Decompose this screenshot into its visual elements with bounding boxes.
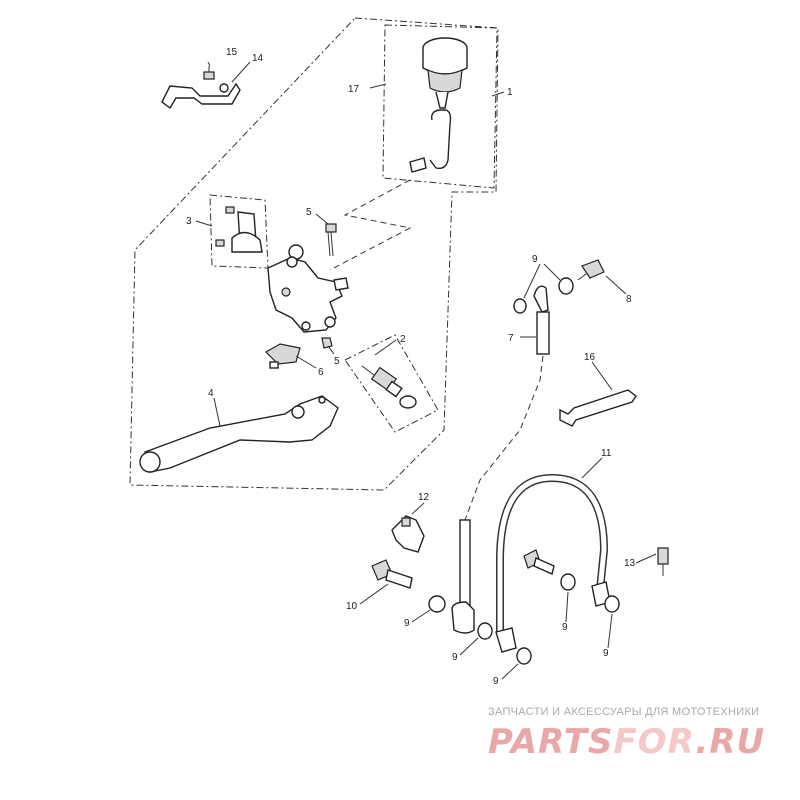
assembly-boundary bbox=[129, 17, 499, 491]
watermark-logo: PARTSFOR.RU bbox=[488, 722, 765, 762]
upper-banjo-fittings bbox=[513, 259, 605, 314]
callout-2: 2 bbox=[400, 334, 406, 345]
leader-lines bbox=[195, 61, 657, 680]
watermark-logo-part3: .RU bbox=[695, 722, 766, 762]
hose-guide bbox=[391, 515, 425, 553]
reservoir bbox=[409, 37, 468, 173]
callout-7: 7 bbox=[508, 333, 514, 344]
lower-hose bbox=[451, 519, 475, 634]
callout-4: 4 bbox=[208, 388, 214, 399]
callout-9-e: 9 bbox=[603, 648, 609, 659]
hose-continuation bbox=[464, 355, 544, 521]
brake-lever bbox=[139, 395, 339, 473]
callout-5-lower: 5 bbox=[334, 356, 340, 367]
brake-pipe bbox=[495, 473, 611, 653]
clamp bbox=[215, 206, 263, 253]
bracket bbox=[161, 82, 241, 110]
piston-kit bbox=[361, 365, 417, 409]
callout-6: 6 bbox=[318, 367, 324, 378]
callout-17: 17 bbox=[348, 84, 360, 95]
brake-switch bbox=[265, 343, 301, 369]
hose-route bbox=[329, 179, 412, 271]
upper-hose bbox=[536, 311, 550, 355]
callout-8: 8 bbox=[626, 294, 632, 305]
lower-washers bbox=[428, 573, 620, 665]
callout-5-upper: 5 bbox=[306, 207, 312, 218]
long-bolt bbox=[325, 223, 337, 257]
callout-13: 13 bbox=[624, 558, 636, 569]
watermark-logo-part1: PARTS bbox=[488, 722, 614, 762]
callout-9-c: 9 bbox=[493, 676, 499, 687]
pressure-switch bbox=[657, 547, 669, 576]
callout-3: 3 bbox=[186, 216, 192, 227]
bracket-bolt bbox=[203, 66, 215, 80]
watermark-logo-part2: FOR bbox=[613, 722, 696, 762]
pipe-bolt bbox=[523, 549, 555, 575]
callout-1: 1 bbox=[507, 87, 513, 98]
callout-9-upper: 9 bbox=[532, 254, 538, 265]
reservoir-box bbox=[382, 24, 498, 189]
nut bbox=[321, 337, 333, 349]
callout-12: 12 bbox=[418, 492, 430, 503]
callout-16: 16 bbox=[584, 352, 596, 363]
callout-9-d: 9 bbox=[562, 622, 568, 633]
watermark-tagline: ЗАПЧАСТИ И АКСЕССУАРЫ ДЛЯ МОТОТЕХНИКИ bbox=[488, 706, 760, 718]
callout-15: 15 bbox=[226, 47, 238, 58]
callout-10: 10 bbox=[346, 601, 358, 612]
callout-14: 14 bbox=[252, 53, 264, 64]
callout-11: 11 bbox=[601, 448, 612, 459]
callout-9-b: 9 bbox=[452, 652, 458, 663]
hose-clip bbox=[559, 389, 637, 427]
banjo-bolt bbox=[371, 559, 413, 589]
master-cylinder bbox=[267, 244, 349, 333]
callout-9-a: 9 bbox=[404, 618, 410, 629]
